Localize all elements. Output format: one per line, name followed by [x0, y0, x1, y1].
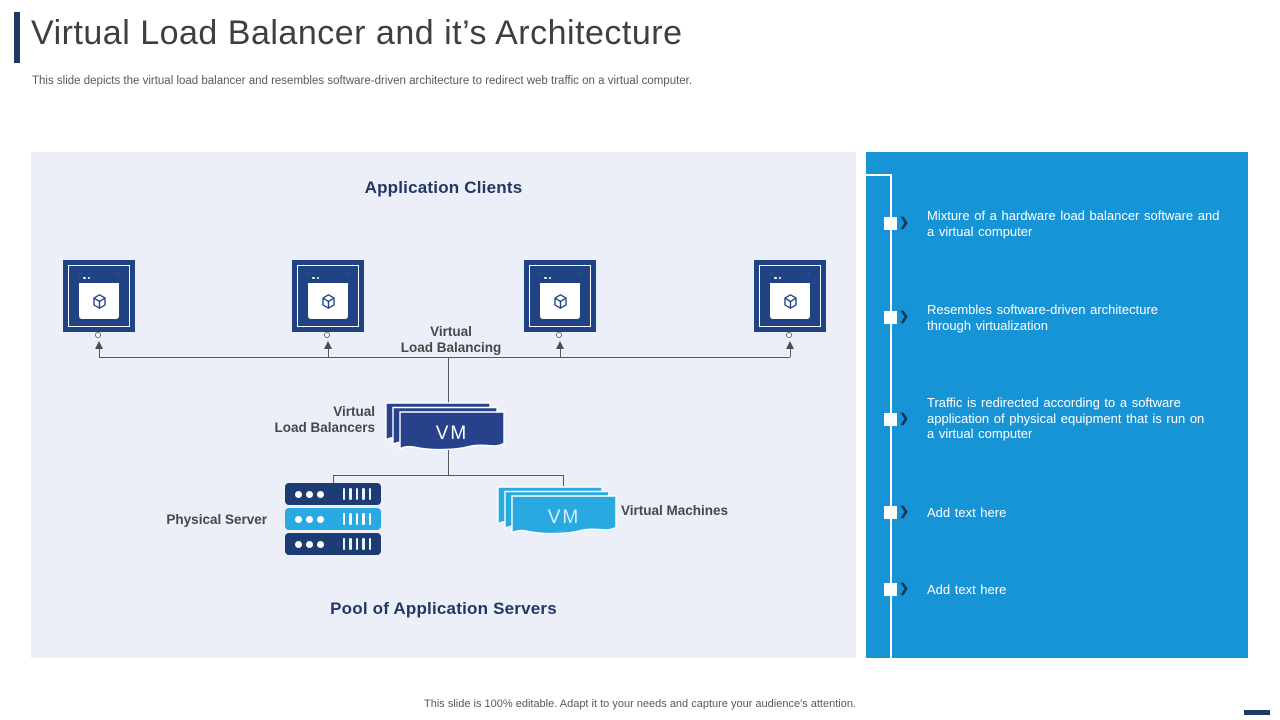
- app-client-icon: [524, 260, 596, 332]
- app-client-icon: [754, 260, 826, 332]
- chevron-right-icon: ❯: [899, 215, 910, 229]
- page-subtitle: This slide depicts the virtual load bala…: [32, 75, 693, 87]
- bullet-marker: [884, 217, 897, 230]
- app-client-icon: [63, 260, 135, 332]
- chevron-right-icon: ❯: [899, 411, 910, 425]
- chevron-right-icon: ❯: [899, 504, 910, 518]
- corner-accent-bar: [1244, 710, 1270, 715]
- cube-icon: [770, 283, 810, 319]
- bullet-text: Add text here: [927, 505, 1007, 520]
- virtual-machines-vm-stack: VM: [497, 486, 617, 535]
- server-rack-row: [285, 483, 381, 505]
- virtual-load-balancer-vm-stack: VM: [385, 402, 505, 451]
- arrow-stub: [790, 348, 791, 357]
- chevron-right-icon: ❯: [899, 309, 910, 323]
- app-client-icon: [292, 260, 364, 332]
- vm-text: VM: [548, 507, 581, 528]
- connector-node: [95, 332, 101, 338]
- icon-frame: [759, 265, 821, 327]
- up-arrow-icon: [786, 341, 794, 349]
- editable-note: This slide is 100% editable. Adapt it to…: [424, 698, 856, 710]
- browser-window-icon: [770, 273, 810, 319]
- bullet-text: Traffic is redirected according to a sof…: [927, 395, 1205, 441]
- key-points-panel: ❯ Mixture of a hardware load balancer so…: [866, 152, 1248, 658]
- connector-node: [556, 332, 562, 338]
- up-arrow-icon: [324, 341, 332, 349]
- icon-frame: [297, 265, 359, 327]
- arrow-stub: [560, 348, 561, 357]
- physical-server-label: Physical Server: [166, 512, 267, 527]
- physical-server-icon: [285, 483, 381, 558]
- connector-node: [324, 332, 330, 338]
- browser-header: [79, 273, 119, 283]
- icon-frame: [529, 265, 591, 327]
- arrow-stub: [99, 348, 100, 357]
- server-rack-row: [285, 508, 381, 530]
- application-clients-title: Application Clients: [364, 178, 523, 197]
- server-drop-line: [333, 475, 334, 484]
- chevron-right-icon: ❯: [899, 581, 910, 595]
- pool-of-application-servers-title: Pool of Application Servers: [330, 599, 557, 618]
- cube-icon: [540, 283, 580, 319]
- virtual-load-balancers-label: Virtual Load Balancers: [274, 404, 375, 435]
- up-arrow-icon: [556, 341, 564, 349]
- bullet-marker: [884, 506, 897, 519]
- browser-window-icon: [540, 273, 580, 319]
- cube-icon: [79, 283, 119, 319]
- arrow-stub: [328, 348, 329, 357]
- bullet-marker: [884, 413, 897, 426]
- bullet-marker: [884, 311, 897, 324]
- vm-drop-line: [563, 475, 564, 494]
- bullet-text: Mixture of a hardware load balancer soft…: [927, 208, 1220, 239]
- browser-header: [770, 273, 810, 283]
- browser-header: [540, 273, 580, 283]
- connector-node: [786, 332, 792, 338]
- up-arrow-icon: [95, 341, 103, 349]
- bullet-text: Resembles software-driven architecture t…: [927, 302, 1159, 333]
- virtual-load-balancing-label: Virtual Load Balancing: [400, 324, 502, 355]
- browser-window-icon: [308, 273, 348, 319]
- balancer-branch-stem: [448, 452, 449, 475]
- virtual-machines-label: Virtual Machines: [621, 503, 729, 518]
- browser-window-icon: [79, 273, 119, 319]
- panel-connector-line: [866, 174, 892, 176]
- bullet-text: Add text here: [927, 582, 1007, 597]
- title-accent-bar: [14, 12, 20, 63]
- clients-bus-line: [99, 357, 790, 358]
- icon-frame: [68, 265, 130, 327]
- cube-icon: [308, 283, 348, 319]
- server-rack-row: [285, 533, 381, 555]
- branch-line: [333, 475, 564, 476]
- page-title: Virtual Load Balancer and it’s Architect…: [31, 14, 683, 52]
- bullet-marker: [884, 583, 897, 596]
- vm-text: VM: [436, 423, 469, 444]
- architecture-diagram-panel: Application Clients: [31, 152, 856, 658]
- browser-header: [308, 273, 348, 283]
